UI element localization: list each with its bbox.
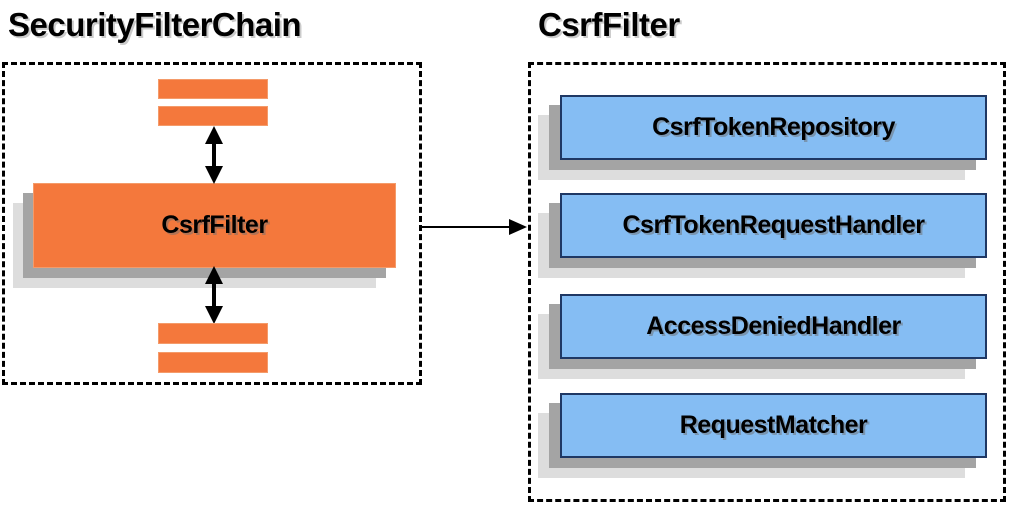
component-box-csrf-token-request-handler: CsrfTokenRequestHandler: [560, 193, 987, 258]
csrf-filter-panel: [528, 62, 1006, 502]
filter-bar: [158, 79, 268, 99]
double-arrow-icon: [203, 126, 225, 184]
security-filter-chain-title: SecurityFilterChain: [8, 6, 302, 43]
security-filter-chain-panel: [2, 62, 422, 385]
double-arrow-icon: [203, 266, 225, 324]
component-label: CsrfTokenRepository: [652, 113, 895, 141]
csrf-filter-box-label: CsrfFilter: [161, 211, 268, 239]
filter-bar: [158, 323, 268, 344]
component-label: AccessDeniedHandler: [646, 312, 901, 340]
filter-bar: [158, 106, 268, 126]
component-label: RequestMatcher: [679, 411, 868, 439]
filter-bar: [158, 352, 268, 373]
component-box-csrf-token-repository: CsrfTokenRepository: [560, 95, 987, 160]
flow-arrow-icon: [421, 218, 528, 236]
component-box-access-denied-handler: AccessDeniedHandler: [560, 294, 987, 359]
csrf-filter-box: CsrfFilter: [33, 183, 396, 268]
component-label: CsrfTokenRequestHandler: [622, 211, 926, 239]
csrf-filter-title: CsrfFilter: [538, 6, 680, 43]
component-box-request-matcher: RequestMatcher: [560, 393, 987, 458]
